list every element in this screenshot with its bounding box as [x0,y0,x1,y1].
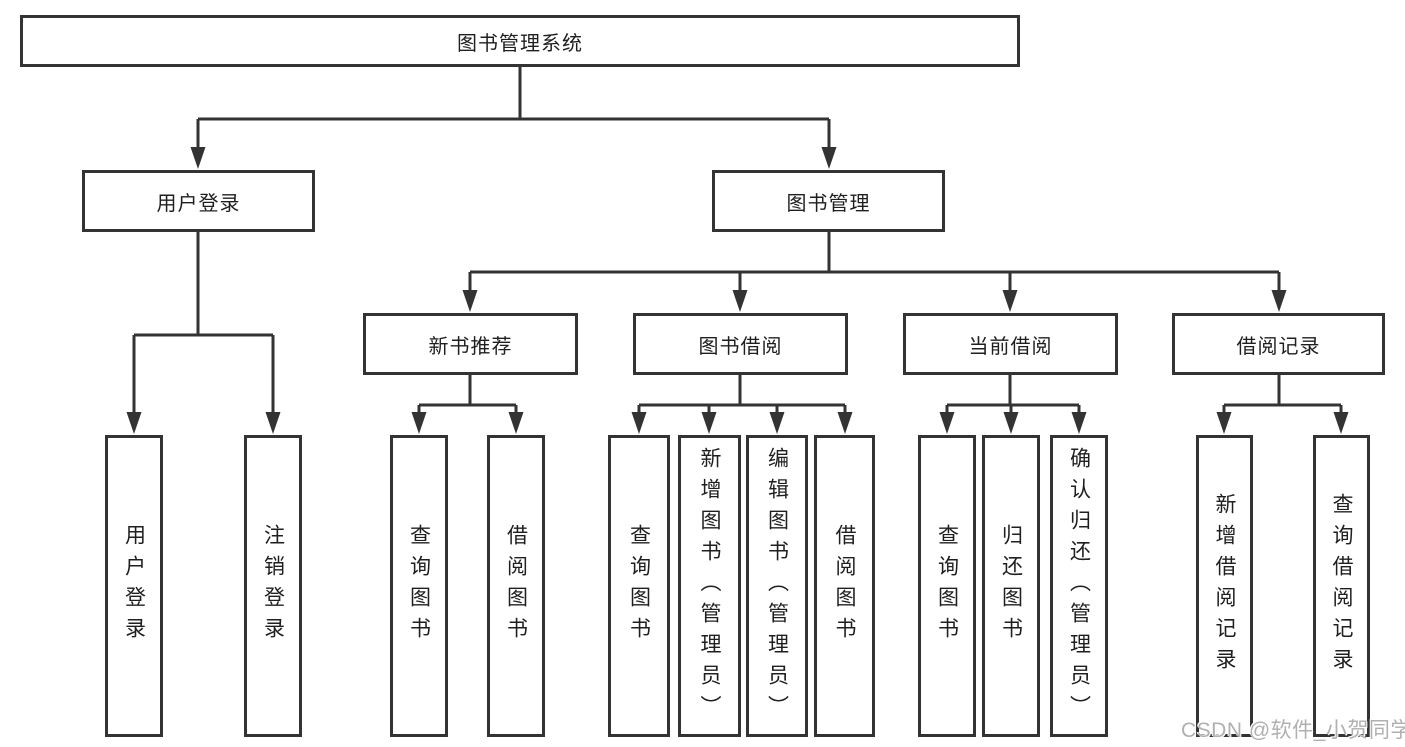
node-book-borrowing: 图书借阅 [633,313,848,375]
leaf-label: 借阅图书 [504,524,528,648]
connector-current-to-leaves [939,375,1087,434]
node-label: 新书推荐 [428,335,513,358]
leaf-add-books-admin: 新增图书（管理员） [678,435,741,737]
node-label: 图书管理 [786,192,871,215]
node-label: 用户登录 [156,192,241,215]
leaf-borrow-books-recommend: 借阅图书 [487,435,545,737]
leaf-user-login: 用户登录 [105,435,163,737]
connector-bookmgmt-to-level3 [462,232,1287,312]
leaf-edit-books-admin: 编辑图书（管理员） [746,435,808,737]
leaf-label: 查询图书 [627,524,651,648]
leaf-logout: 注销登录 [244,435,302,737]
leaf-label: 新增借阅记录 [1213,493,1236,679]
leaf-query-books-borrowing: 查询图书 [608,435,670,737]
node-current-borrowing: 当前借阅 [903,313,1118,375]
node-label: 图书管理系统 [457,32,583,55]
leaf-confirm-return-admin: 确认归还（管理员） [1050,435,1108,737]
leaf-label: 归还图书 [999,524,1023,648]
connector-borrowing-to-leaves [631,375,853,434]
node-library-management-system: 图书管理系统 [20,15,1020,67]
leaf-query-borrow-record: 查询借阅记录 [1313,435,1370,737]
leaf-label: 查询图书 [935,524,959,648]
leaf-borrow-books: 借阅图书 [814,435,875,737]
node-label: 当前借阅 [968,335,1053,358]
connector-newbooks-to-leaves [411,375,524,434]
node-borrow-records: 借阅记录 [1172,313,1385,375]
connector-root-to-level2 [190,67,837,169]
leaf-query-books-current: 查询图书 [918,435,976,737]
leaf-label: 查询借阅记录 [1330,493,1353,679]
leaf-label: 查询图书 [407,524,431,648]
leaf-query-books-recommend: 查询图书 [390,435,448,737]
leaf-label: 确认归还（管理员） [1067,446,1091,726]
leaf-label: 用户登录 [122,524,146,648]
leaf-return-books: 归还图书 [982,435,1040,737]
node-book-management: 图书管理 [712,170,945,232]
leaf-label: 借阅图书 [833,524,856,648]
connector-userlogin-to-leaves [126,232,281,434]
node-label: 借阅记录 [1236,335,1321,358]
connector-records-to-leaves [1216,375,1349,434]
node-new-book-recommend: 新书推荐 [363,313,578,375]
leaf-add-borrow-record: 新增借阅记录 [1196,435,1253,737]
node-label: 图书借阅 [698,335,783,358]
leaf-label: 编辑图书（管理员） [765,446,789,726]
leaf-label: 新增图书（管理员） [698,446,721,726]
leaf-label: 注销登录 [261,524,285,648]
node-user-login: 用户登录 [82,170,315,232]
csdn-watermark: CSDN @软件_小贺同学 [1181,719,1405,742]
